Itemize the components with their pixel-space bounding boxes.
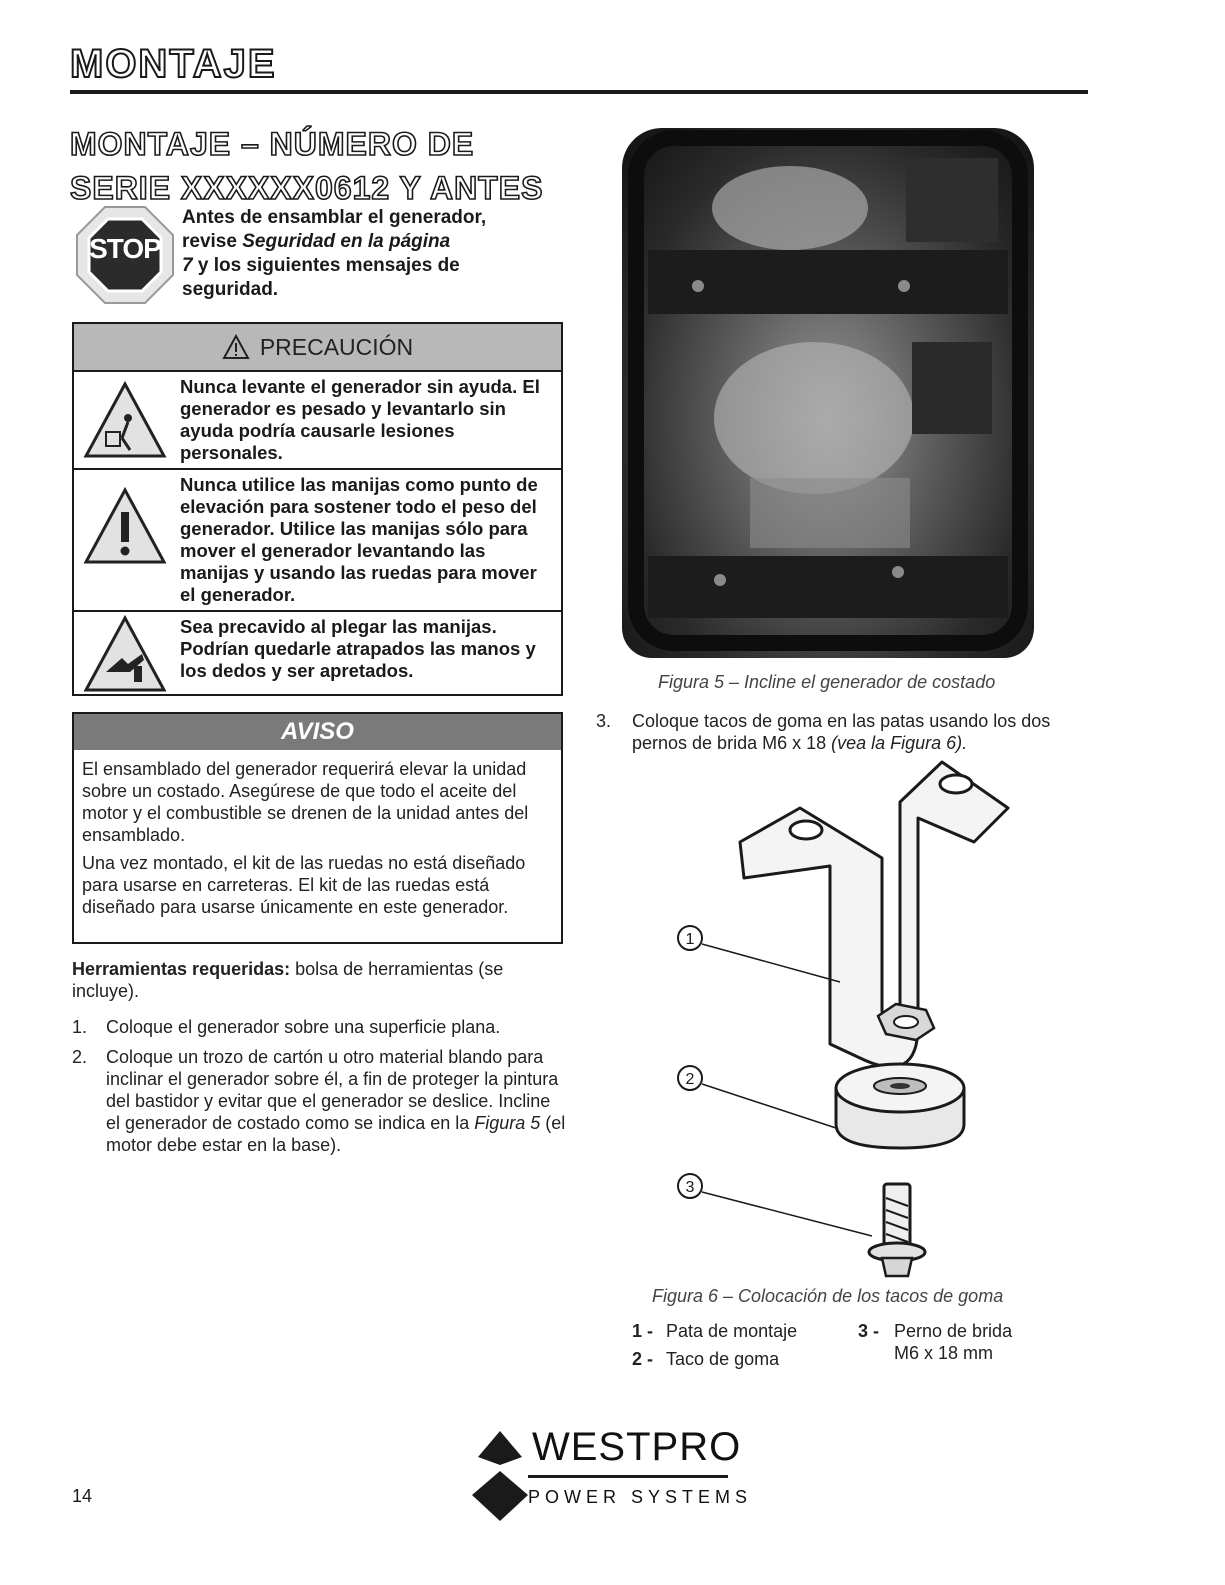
section-title-line1: MONTAJE – NÚMERO DE <box>69 125 475 163</box>
notice-paragraph-1: El ensamblado del generador requerirá el… <box>82 759 529 845</box>
stop-line-3: 7 y los siguientes mensajes de <box>182 255 460 276</box>
figure-5-ref: Figura 5 <box>474 1113 541 1133</box>
figure-5-caption: Figura 5 – Incline el generador de costa… <box>658 672 996 692</box>
figure-6-caption: Figura 6 – Colocación de los tacos de go… <box>652 1286 1004 1306</box>
bracket-hole <box>788 819 824 841</box>
caution-item: Nunca levante el generador sin ayuda. El… <box>74 370 561 468</box>
caution-box: PRECAUCIÓN Nunca levante el generador si… <box>72 322 563 696</box>
section-title: MONTAJE – NÚMERO DE SERIE XXXXXX0612 Y A… <box>69 122 590 210</box>
caution-item: Nunca utilice las manijas como punto de … <box>74 468 561 610</box>
legend-item: 3 - Perno de brida M6 x 18 mm <box>858 1320 1058 1364</box>
step-text: Coloque el generador sobre una superfici… <box>106 1017 501 1037</box>
step-number: 1. <box>72 1017 88 1037</box>
figure-6-ref: (vea la Figura 6). <box>831 733 968 753</box>
page-number: 14 <box>72 1486 93 1506</box>
caution-item: Sea precavido al plegar las manijas. Pod… <box>74 610 561 694</box>
step-text: Coloque tacos de goma en las patas usand… <box>632 711 1051 753</box>
legend-text: Taco de goma <box>666 1349 780 1369</box>
lifting-hazard-icon <box>83 380 167 458</box>
brand-name: WESTPRO <box>532 1425 742 1469</box>
callout-label: 1 <box>686 931 695 948</box>
step-item: 1. Coloque el generador sobre una superf… <box>72 1016 562 1038</box>
legend-item: 1 - Pata de montaje <box>632 1321 798 1341</box>
caution-item-text: Nunca levante el generador sin ayuda. El… <box>180 376 540 463</box>
mounting-leg <box>738 760 1010 1069</box>
brand-diamond-icon <box>472 1431 528 1521</box>
rubber-foot-diagram: 1 2 3 <box>677 760 1010 1278</box>
legend-item: 2 - Taco de goma <box>632 1349 780 1369</box>
callout-label: 2 <box>686 1071 695 1088</box>
callout-marker <box>677 925 703 951</box>
logo-rule <box>528 1475 728 1478</box>
callout-marker <box>677 1173 703 1199</box>
pinch-hazard-icon <box>83 614 167 692</box>
section-title-line2: SERIE XXXXXX0612 Y ANTES <box>69 169 544 207</box>
legend-text: Perno de brida M6 x 18 mm <box>894 1321 1013 1363</box>
caution-header: PRECAUCIÓN <box>74 324 561 372</box>
notice-paragraph-2: Una vez montado, el kit de las ruedas no… <box>82 853 526 917</box>
westpro-logo: WESTPRO POWER SYSTEMS <box>470 1425 770 1525</box>
exclamation-warning-icon <box>83 486 167 564</box>
warning-triangle-icon <box>222 334 250 359</box>
legend-text: Pata de montaje <box>666 1321 798 1341</box>
generator-photo <box>622 128 1034 658</box>
step-number: 2. <box>72 1047 88 1067</box>
header-divider <box>70 90 1088 94</box>
brand-subtitle: POWER SYSTEMS <box>528 1487 753 1507</box>
step-number: 3. <box>596 711 612 731</box>
stop-line-4: seguridad. <box>182 279 279 300</box>
stop-sign-icon: STOP <box>75 205 175 305</box>
stop-line-1: Antes de ensamblar el generador, <box>182 207 487 228</box>
tools-required-label: Herramientas requeridas: <box>72 959 291 979</box>
stop-line-2: revise Seguridad en la página <box>182 231 451 252</box>
tools-required-text: bolsa de herramientas (se incluye). <box>72 959 504 1001</box>
notice-header: AVISO <box>74 714 561 750</box>
caution-item-text: Nunca utilice las manijas como punto de … <box>180 474 538 605</box>
safety-page-ref: Seguridad en la página <box>242 231 451 252</box>
bracket-hole <box>938 773 974 795</box>
caution-item-text: Sea precavido al plegar las manijas. Pod… <box>180 616 536 681</box>
step-item: 2. Coloque un trozo de cartón u otro mat… <box>72 1046 567 1156</box>
stop-message: Antes de ensamblar el generador, revise … <box>182 206 562 302</box>
callout-label: 3 <box>686 1179 695 1196</box>
notice-box: AVISO El ensamblado del generador requer… <box>72 712 563 944</box>
caution-title: PRECAUCIÓN <box>259 333 414 360</box>
step-item: 3. Coloque tacos de goma en las patas us… <box>596 710 1066 754</box>
step-text: Coloque un trozo de cartón u otro materi… <box>106 1047 566 1155</box>
callout-marker <box>677 1065 703 1091</box>
stop-sign-text: STOP <box>89 233 162 264</box>
page-header-title: MONTAJE <box>69 41 277 87</box>
tools-required: Herramientas requeridas: bolsa de herram… <box>72 958 562 1002</box>
